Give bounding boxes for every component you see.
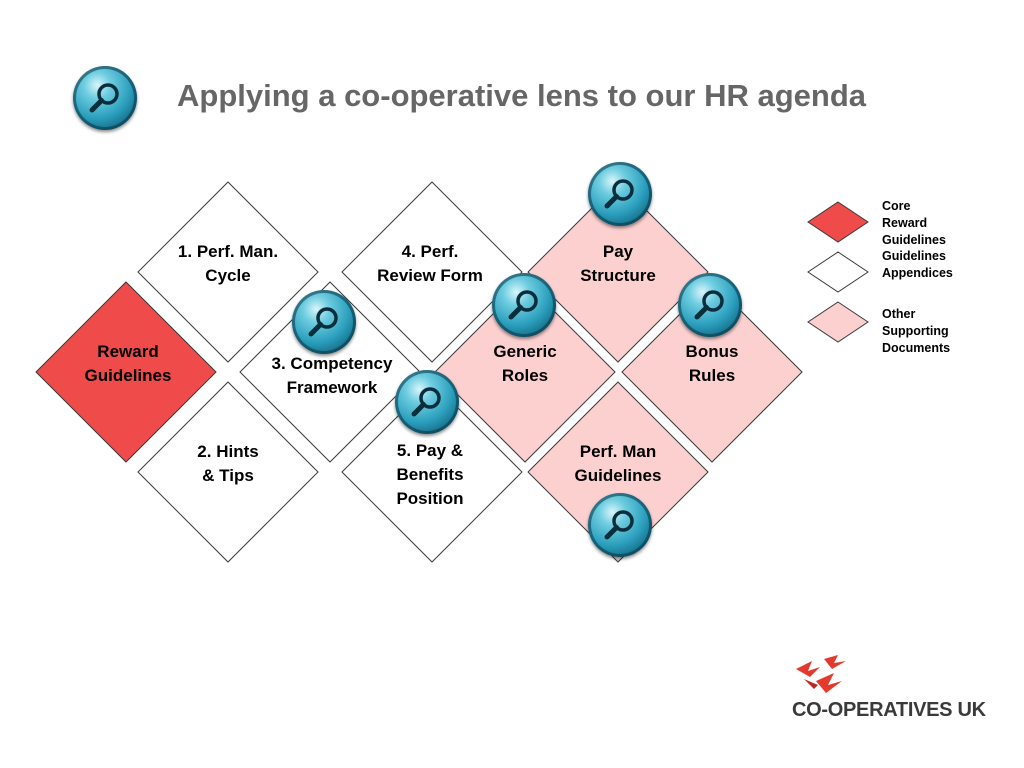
node-label-perf-man-cycle: 1. Perf. Man. Cycle: [177, 242, 279, 285]
node-label-pay-structure: Pay Structure: [580, 242, 656, 285]
diamond-perf-man-guidelines: [527, 381, 709, 563]
co-operatives-uk-logo: CO-OPERATIVES UK: [792, 655, 986, 725]
node-label-pay-benefits-position: 5. Pay & Benefits Position: [396, 441, 464, 508]
logo-text: CO-OPERATIVES UK: [792, 699, 986, 721]
diamond-hints-tips: [137, 381, 319, 563]
magnifier-icon: [292, 290, 356, 354]
magnifier-icon: [588, 493, 652, 557]
legend-swatch-guideline: [807, 251, 869, 293]
diamond-reward-guidelines: [35, 281, 217, 463]
node-label-perf-review-form: 4. Perf. Review Form: [377, 242, 483, 285]
legend-label-core: Core Reward Guidelines: [882, 199, 946, 247]
legend-swatch-core: [807, 201, 869, 243]
node-label-hints-tips: 2. Hints & Tips: [197, 442, 259, 485]
diamond-generic-roles: [434, 281, 616, 463]
diamond-pay-structure: [527, 181, 709, 363]
magnifier-icon: [588, 162, 652, 226]
legend-label-guideline: Guidelines Appendices: [882, 249, 953, 280]
node-label-bonus-rules: Bonus Rules: [685, 342, 739, 385]
diamond-pay-benefits-position: [341, 381, 523, 563]
diamond-perf-review-form: [341, 181, 523, 363]
birds-logo-icon: [796, 655, 846, 693]
magnifier-icon: [73, 66, 137, 130]
diamond-competency-framework: [239, 281, 421, 463]
node-label-perf-man-guidelines: Perf. Man Guidelines: [574, 442, 662, 485]
magnifier-icon: [678, 273, 742, 337]
legend-label-supporting: Other Supporting Documents: [882, 307, 951, 355]
node-label-competency-framework: 3. Competency Framework: [271, 354, 393, 397]
magnifier-icon: [395, 370, 459, 434]
legend-swatch-supporting: [807, 301, 869, 343]
page-title: Applying a co-operative lens to our HR a…: [177, 78, 866, 113]
magnifier-icon: [492, 273, 556, 337]
diamond-bonus-rules: [621, 281, 803, 463]
diamond-perf-man-cycle: [137, 181, 319, 363]
node-label-reward-guidelines: Reward Guidelines: [84, 342, 172, 385]
node-label-generic-roles: Generic Roles: [493, 342, 557, 385]
